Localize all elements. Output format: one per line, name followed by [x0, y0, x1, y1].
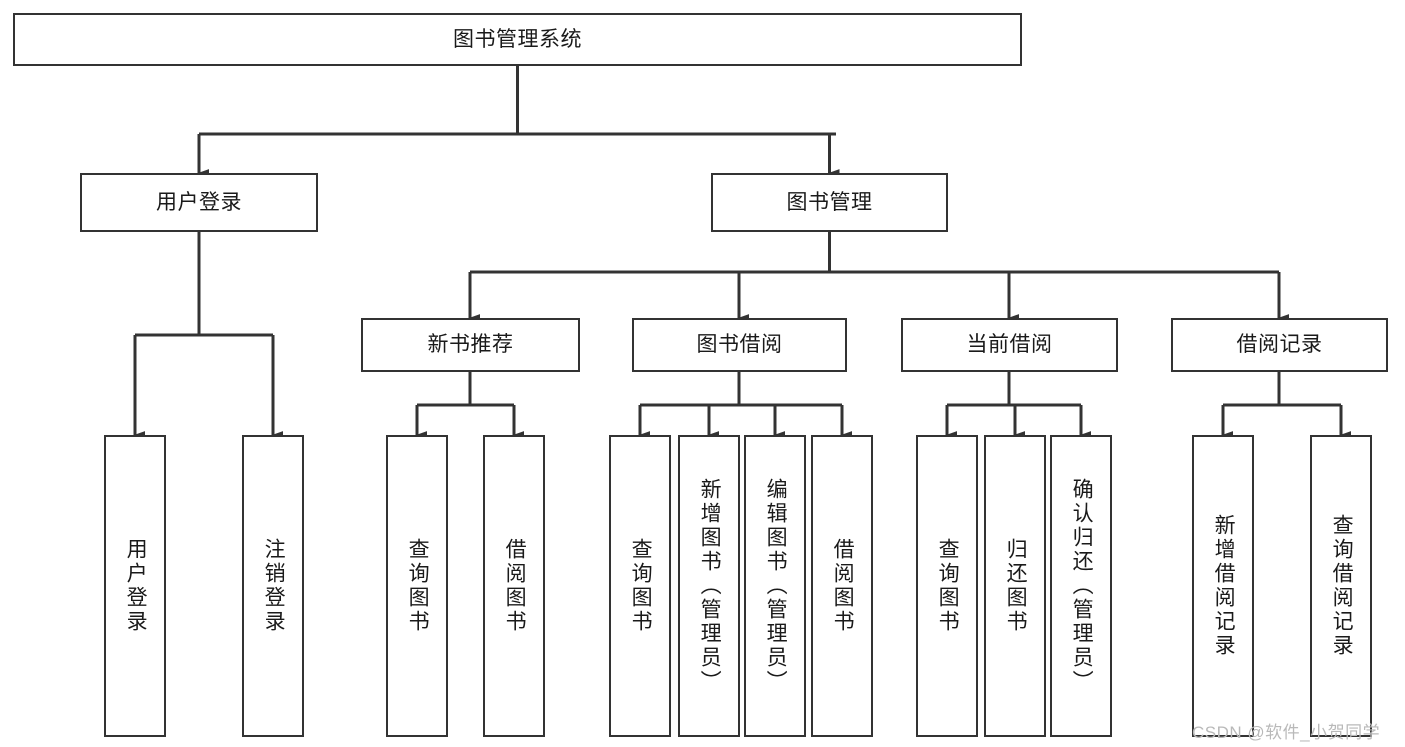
node-leaf-query-book-3[interactable]: 查询图书 — [916, 435, 978, 737]
node-leaf-query-borrow-record-label: 查询借阅记录 — [1330, 514, 1354, 658]
node-leaf-query-book-1-label: 查询图书 — [406, 538, 430, 634]
node-current-borrow[interactable]: 当前借阅 — [901, 318, 1118, 372]
node-leaf-confirm-return-label: 确认归还（管理员） — [1070, 478, 1094, 694]
node-leaf-return-book[interactable]: 归还图书 — [984, 435, 1046, 737]
node-leaf-user-login[interactable]: 用户登录 — [104, 435, 166, 737]
node-book-borrow[interactable]: 图书借阅 — [632, 318, 847, 372]
node-borrow-record[interactable]: 借阅记录 — [1171, 318, 1388, 372]
node-leaf-add-book-label: 新增图书（管理员） — [698, 478, 722, 694]
csdn-watermark: CSDN @软件_小贺同学 — [1192, 723, 1381, 742]
node-new-book-recommend-label: 新书推荐 — [427, 333, 514, 357]
node-leaf-query-book-2[interactable]: 查询图书 — [609, 435, 671, 737]
node-leaf-query-borrow-record[interactable]: 查询借阅记录 — [1310, 435, 1372, 737]
node-book-manage-label: 图书管理 — [786, 190, 873, 214]
node-leaf-edit-book[interactable]: 编辑图书（管理员） — [744, 435, 806, 737]
node-leaf-query-book-2-label: 查询图书 — [629, 538, 653, 634]
node-leaf-logout-label: 注销登录 — [262, 538, 286, 634]
node-leaf-user-login-label: 用户登录 — [124, 538, 148, 634]
node-user-login-label: 用户登录 — [156, 190, 242, 214]
node-book-borrow-label: 图书借阅 — [696, 333, 783, 357]
node-leaf-add-borrow-record[interactable]: 新增借阅记录 — [1192, 435, 1254, 737]
node-new-book-recommend[interactable]: 新书推荐 — [361, 318, 580, 372]
node-leaf-add-book[interactable]: 新增图书（管理员） — [678, 435, 740, 737]
node-leaf-borrow-book-1[interactable]: 借阅图书 — [483, 435, 545, 737]
node-user-login[interactable]: 用户登录 — [80, 173, 318, 232]
node-root-label: 图书管理系统 — [453, 27, 582, 51]
node-root[interactable]: 图书管理系统 — [13, 13, 1022, 66]
node-leaf-query-book-1[interactable]: 查询图书 — [386, 435, 448, 737]
node-borrow-record-label: 借阅记录 — [1236, 333, 1323, 357]
node-leaf-borrow-book-2-label: 借阅图书 — [831, 538, 855, 634]
node-book-manage[interactable]: 图书管理 — [711, 173, 948, 232]
node-leaf-return-book-label: 归还图书 — [1004, 538, 1028, 634]
node-leaf-borrow-book-1-label: 借阅图书 — [503, 538, 527, 634]
node-leaf-borrow-book-2[interactable]: 借阅图书 — [811, 435, 873, 737]
node-leaf-confirm-return[interactable]: 确认归还（管理员） — [1050, 435, 1112, 737]
node-leaf-add-borrow-record-label: 新增借阅记录 — [1212, 514, 1236, 658]
node-leaf-query-book-3-label: 查询图书 — [936, 538, 960, 634]
node-leaf-edit-book-label: 编辑图书（管理员） — [764, 478, 788, 694]
node-leaf-logout[interactable]: 注销登录 — [242, 435, 304, 737]
node-current-borrow-label: 当前借阅 — [966, 333, 1053, 357]
